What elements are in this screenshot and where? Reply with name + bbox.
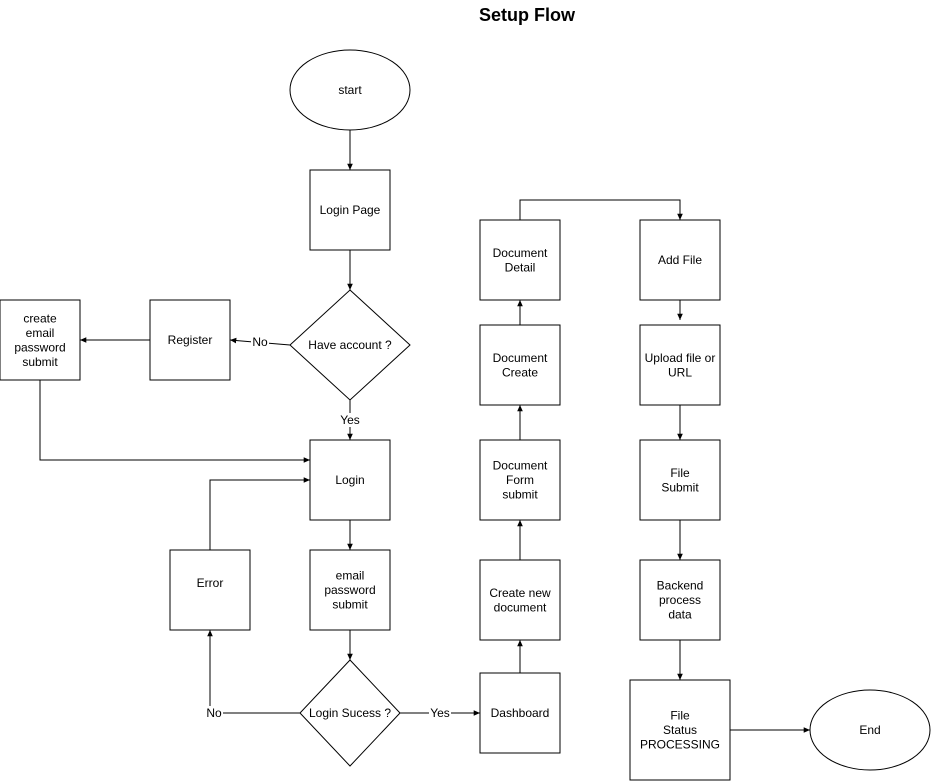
node-end-label: End	[859, 723, 880, 737]
node-login-success: Login Sucess ?	[299, 659, 401, 767]
node-login-page: Login Page	[309, 169, 391, 251]
node-login: Login	[309, 439, 391, 521]
node-label-line: Register	[168, 333, 213, 347]
edge-label-yes-dashboard: Yes	[430, 706, 450, 720]
edge-create-email-to-login	[39, 380, 310, 463]
node-have-account-label: Have account ?	[308, 338, 392, 352]
node-label-line: Dashboard	[491, 706, 550, 720]
node-label-line: Create new	[489, 586, 551, 600]
node-label-line: URL	[668, 365, 692, 379]
node-label-line: Login Sucess ?	[309, 706, 391, 720]
edge-label-yes-login: Yes	[340, 413, 360, 427]
node-label-line: Document	[493, 459, 548, 473]
node-login-success-label: Login Sucess ?	[309, 706, 391, 720]
edge-label-no-register: No	[252, 335, 268, 349]
node-error-label: Error	[197, 576, 224, 590]
node-label-line: start	[338, 83, 362, 97]
node-label-line: password	[324, 583, 375, 597]
node-label-line: data	[668, 608, 692, 622]
node-start: start	[289, 49, 411, 131]
node-label-line: Error	[197, 576, 224, 590]
node-label-line: Login	[335, 473, 364, 487]
diagram-title: Setup Flow	[479, 5, 576, 25]
node-label-line: Have account ?	[308, 338, 392, 352]
node-label-line: email	[336, 569, 365, 583]
node-login-page-label: Login Page	[320, 203, 381, 217]
edge-label-no-error: No	[206, 706, 222, 720]
edge-error-to-login	[209, 477, 310, 550]
node-add-file: Add File	[639, 219, 721, 301]
edges	[39, 130, 810, 733]
node-error: Error	[169, 549, 251, 631]
node-label-line: Login Page	[320, 203, 381, 217]
node-label-line: PROCESSING	[640, 738, 720, 752]
node-label-line: Document	[493, 246, 548, 260]
node-register: Register	[149, 299, 231, 381]
node-label-line: create	[23, 311, 57, 325]
edge-login-success-to-error	[207, 630, 300, 714]
node-label-line: Detail	[505, 260, 536, 274]
node-label-line: Form	[506, 473, 534, 487]
node-label-line: File	[670, 709, 690, 723]
node-label-line: submit	[332, 598, 368, 612]
node-label-line: File	[670, 466, 690, 480]
node-label-line: Backend	[657, 579, 704, 593]
node-dashboard: Dashboard	[479, 672, 561, 754]
node-label-line: Status	[663, 723, 697, 737]
node-label-line: End	[859, 723, 880, 737]
node-have-account: Have account ?	[289, 289, 411, 401]
edge-labels: No Yes No Yes	[205, 335, 451, 720]
node-label-line: Upload file or	[645, 351, 716, 365]
node-label-line: Submit	[661, 480, 699, 494]
node-label-line: submit	[502, 488, 538, 502]
edge-document-detail-to-add-file	[519, 199, 683, 220]
node-register-label: Register	[168, 333, 213, 347]
node-label-line: document	[494, 600, 547, 614]
node-label-line: Create	[502, 365, 538, 379]
node-dashboard-label: Dashboard	[491, 706, 550, 720]
node-label-line: submit	[22, 355, 58, 369]
node-label-line: email	[26, 326, 55, 340]
node-start-label: start	[338, 83, 362, 97]
node-add-file-label: Add File	[658, 253, 702, 267]
nodes: start Login Page Have account ? Register…	[0, 49, 931, 781]
node-end: End	[809, 689, 931, 771]
node-label-line: Add File	[658, 253, 702, 267]
node-label-line: Document	[493, 351, 548, 365]
node-label-line: password	[14, 340, 65, 354]
node-login-label: Login	[335, 473, 364, 487]
node-label-line: process	[659, 593, 701, 607]
